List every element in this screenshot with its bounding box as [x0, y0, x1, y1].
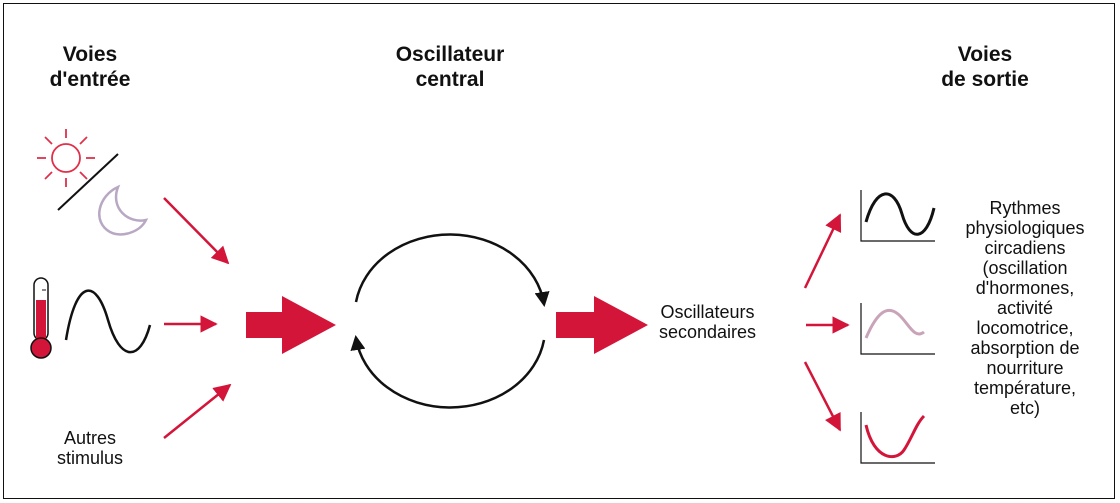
header-output-pathways: Voies de sortie [941, 43, 1029, 91]
label-circadian-rhythms: Rythmes physiologiques circadiens (oscil… [965, 198, 1085, 418]
arrow-output-top [803, 213, 842, 289]
rhythm-plot-red [860, 412, 935, 464]
arrow-other-input [163, 383, 232, 439]
header-central-oscillator: Oscillateur central [395, 43, 505, 91]
label-other-stimuli: Autres stimulus [56, 428, 123, 468]
label-secondary-oscillators: Oscillateurs secondaires [658, 302, 757, 342]
header-input-pathways: Voies d'entrée [49, 43, 131, 91]
diagram-frame [3, 3, 1115, 499]
arrow-output-bottom [803, 361, 842, 432]
day-night-divider [57, 153, 119, 211]
big-arrow-to-central [246, 296, 336, 354]
big-arrow-to-secondary [556, 296, 648, 354]
moon-icon [98, 184, 149, 236]
rhythm-plot-pink [860, 303, 935, 355]
rhythm-plot-black [860, 190, 936, 242]
cycle-icon [350, 233, 550, 409]
thermometer-icon [30, 277, 52, 359]
arrow-light-input [163, 197, 230, 265]
wave-icon [64, 289, 152, 354]
sun-icon [37, 129, 95, 187]
